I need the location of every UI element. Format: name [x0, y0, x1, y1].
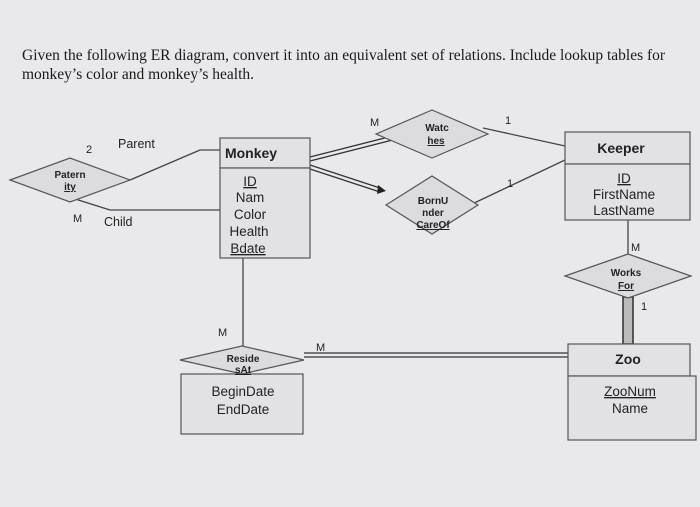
watches-label-2: hes	[427, 136, 445, 147]
role-parent: Parent	[118, 137, 155, 151]
monkey-attr-bdate: Bdate	[230, 241, 265, 256]
connectors	[71, 126, 634, 358]
relationship-worksfor[interactable]: Works For	[563, 253, 693, 299]
worksfor-label-2: For	[618, 281, 634, 292]
card-parent: 2	[86, 144, 92, 156]
paternity-label-2: ity	[64, 182, 76, 193]
residesat-label-2: sAt	[235, 365, 252, 376]
relationship-watches[interactable]: Watc hes	[374, 109, 490, 159]
card-born-keeper: 1	[507, 178, 513, 190]
entity-keeper[interactable]: Keeper ID FirstName LastName	[564, 131, 691, 221]
question-text: Given the following ER diagram, convert …	[22, 47, 666, 83]
bornundercareof-label-2: nder	[422, 208, 444, 219]
monkey-attr-box	[219, 167, 311, 259]
bornundercareof-diamond	[384, 175, 480, 235]
watches-diamond	[374, 109, 490, 159]
born-monkey-line-b	[309, 168, 381, 193]
keeper-title-box	[564, 131, 691, 165]
entity-zoo[interactable]: Zoo ZooNum Name	[567, 343, 697, 441]
monkey-attr-id: ID	[243, 174, 257, 189]
card-works-keeper: M	[631, 242, 640, 254]
watches-label-1: Watc	[425, 123, 449, 134]
card-resides-monkey: M	[218, 327, 227, 339]
residesat-attr-begindate: BeginDate	[211, 384, 274, 399]
watches-keeper-line	[482, 127, 566, 147]
worksfor-diamond	[563, 253, 693, 299]
residesat-label-1: Reside	[227, 354, 260, 365]
residesat-attr-box	[180, 373, 304, 435]
card-child: M	[73, 213, 82, 225]
card-resides-zoo: M	[316, 342, 325, 354]
born-keeper-line	[469, 159, 566, 206]
bornundercareof-label-1: BornU	[418, 196, 449, 207]
paternity-diamond	[8, 157, 132, 203]
entity-monkey[interactable]: Monkey ID Nam Color Health Bdate	[219, 137, 311, 259]
residesat-diamond	[179, 345, 305, 375]
keeper-attr-lastname: LastName	[593, 203, 655, 218]
paternity-parent-line	[129, 149, 201, 181]
card-watches-keeper: 1	[505, 115, 511, 127]
relationship-paternity[interactable]: Patern ity	[8, 157, 132, 203]
relationship-bornundercareof[interactable]: BornU nder CareOf	[384, 175, 480, 235]
zoo-attr-zoonum: ZooNum	[604, 384, 656, 399]
zoo-attr-box	[567, 375, 697, 441]
paternity-label-1: Patern	[54, 170, 85, 181]
keeper-attr-id: ID	[617, 171, 631, 186]
paternity-child-line	[71, 197, 111, 211]
monkey-attr-health: Health	[229, 224, 268, 239]
keeper-attr-firstname: FirstName	[593, 187, 655, 202]
born-monkey-line-a	[309, 164, 381, 189]
bornundercareof-label-3: CareOf	[416, 220, 450, 231]
keeper-title: Keeper	[597, 140, 645, 156]
relationship-residesat[interactable]: Reside sAt BeginDate EndDate	[179, 345, 305, 435]
monkey-title: Monkey	[225, 145, 277, 161]
residesat-attr-enddate: EndDate	[217, 402, 270, 417]
worksfor-label-1: Works	[611, 268, 642, 279]
monkey-attr-name: Nam	[236, 190, 265, 205]
monkey-attr-color: Color	[234, 207, 267, 222]
keeper-attr-box	[564, 163, 691, 221]
card-works-zoo: 1	[641, 301, 647, 313]
zoo-title: Zoo	[615, 351, 641, 367]
zoo-title-box	[567, 343, 691, 377]
works-zoo-double-line	[622, 296, 634, 345]
zoo-attr-name: Name	[612, 401, 648, 416]
born-arrow-head	[377, 185, 386, 194]
role-child: Child	[104, 215, 133, 229]
card-watches-monkey: M	[370, 117, 379, 129]
